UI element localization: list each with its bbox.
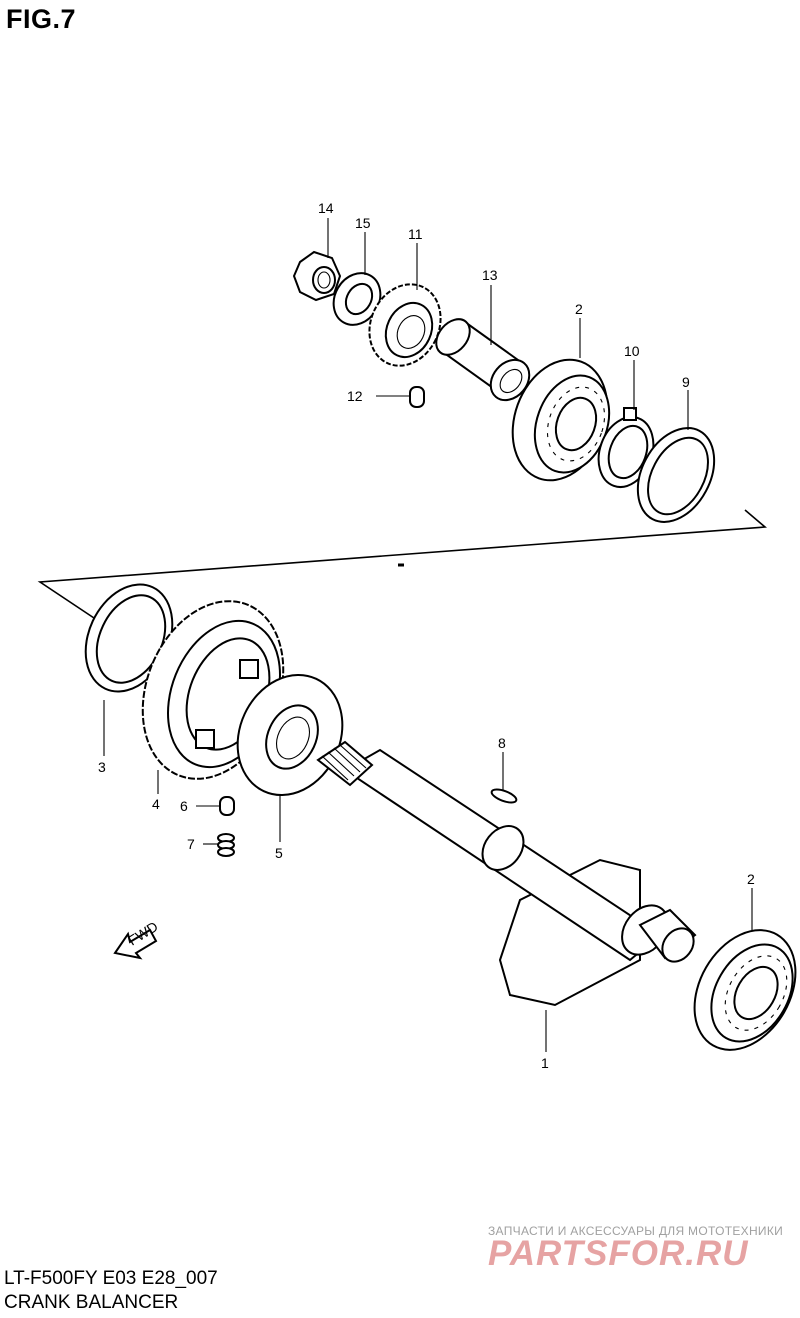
callout-3: 3 [98,759,106,775]
callout-11: 11 [408,226,423,242]
part-pin-12[interactable] [409,386,425,408]
part-bearing-2-lower[interactable] [674,912,800,1068]
callout-2-upper: 2 [575,301,583,317]
callout-12: 12 [347,388,363,404]
part-shim-3[interactable] [69,570,189,705]
callout-7: 7 [187,836,195,852]
watermark-logo: PARTSFOR.RU [488,1234,749,1273]
part-spring-7[interactable] [217,833,235,857]
watermark-tagline: ЗАПЧАСТИ И АКСЕССУАРЫ ДЛЯ МОТОТЕХНИКИ [488,1224,784,1238]
section-divider-line [37,509,768,623]
part-circlip-10[interactable] [589,407,662,495]
callout-4: 4 [152,796,160,812]
callout-6: 6 [180,798,188,814]
callout-1: 1 [541,1055,549,1071]
part-bearing-2-upper[interactable] [497,346,624,493]
part-gear-11[interactable] [356,273,453,378]
figure-title: FIG.7 [6,4,77,34]
callout-14: 14 [318,200,334,216]
callout-15: 15 [355,215,371,231]
callout-13: 13 [482,267,498,283]
part-plate-5[interactable] [218,658,361,813]
callout-2-lower: 2 [747,871,755,887]
part-balancer-shaft-1[interactable] [316,740,700,1007]
fwd-arrow-icon: FWD [113,918,161,960]
callout-10: 10 [624,343,640,359]
part-spacer-13[interactable] [429,313,537,408]
part-shim-9[interactable] [623,415,730,535]
part-pin-6[interactable] [219,796,235,816]
leader-lines [103,218,753,1052]
callout-8: 8 [498,735,506,751]
diagram-code: LT-F500FY E03 E28_007 [4,1268,218,1289]
callout-9: 9 [682,374,690,390]
diagram-name: CRANK BALANCER [4,1292,179,1313]
part-nut-14[interactable] [292,250,342,302]
callout-numbers: 14 15 11 13 2 10 9 12 3 4 6 7 5 8 2 1 [98,200,755,1071]
part-key-8[interactable] [490,787,518,805]
callout-5: 5 [275,845,283,861]
